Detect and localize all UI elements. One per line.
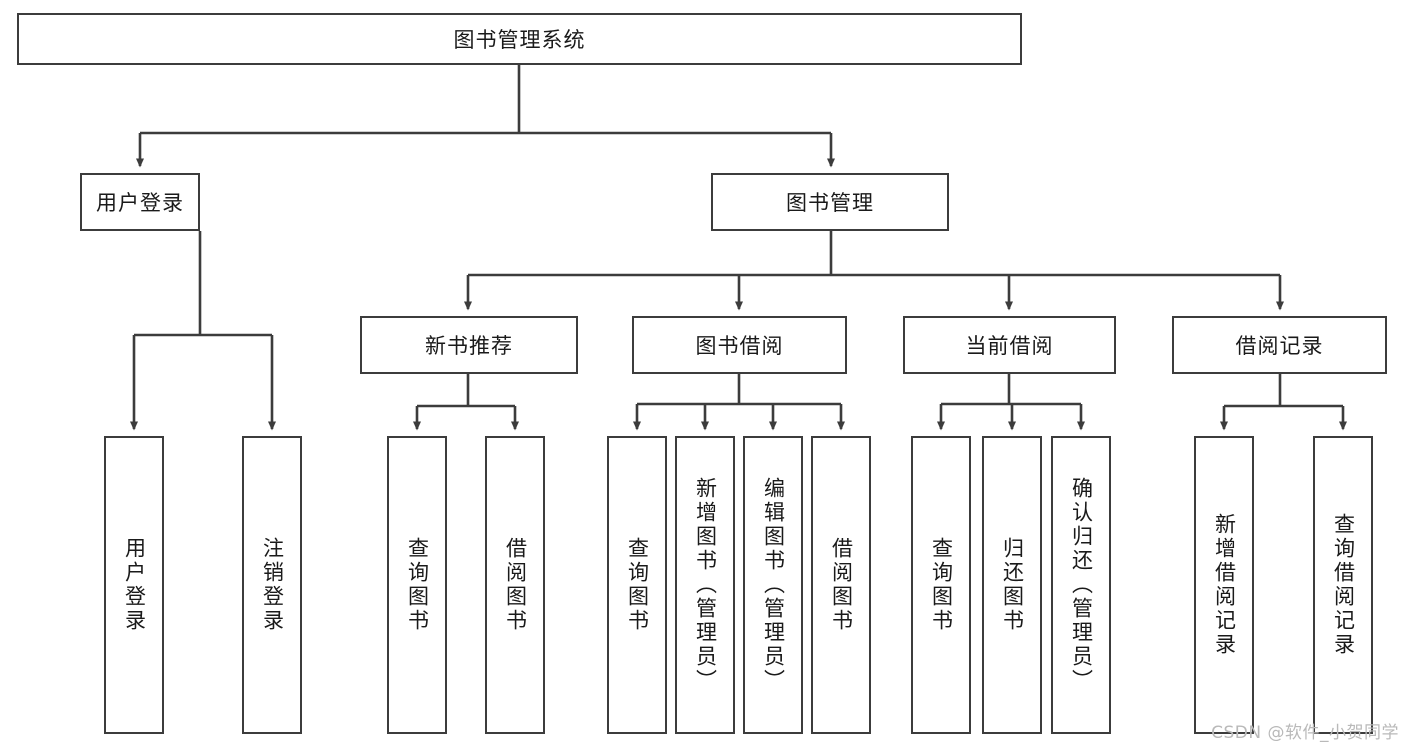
leaf-return-book[interactable]: 归还图书 [982,436,1042,734]
leaf-add-book-admin[interactable]: 新增图书（管理员） [675,436,735,734]
leaf-edit-book-admin-label: 编辑图书（管理员） [761,477,786,693]
leaf-borrow-book-label: 借阅图书 [829,537,854,633]
node-root[interactable]: 图书管理系统 [17,13,1022,65]
node-book-management-label: 图书管理 [786,191,874,215]
node-borrow-record[interactable]: 借阅记录 [1172,316,1387,374]
leaf-add-borrow-record[interactable]: 新增借阅记录 [1194,436,1254,734]
leaf-query-book-current[interactable]: 查询图书 [911,436,971,734]
node-root-label: 图书管理系统 [453,28,586,52]
leaf-confirm-return-admin-label: 确认归还（管理员） [1069,477,1094,693]
leaf-add-book-admin-label: 新增图书（管理员） [693,477,718,693]
leaf-borrow-book[interactable]: 借阅图书 [811,436,871,734]
leaf-user-login[interactable]: 用户登录 [104,436,164,734]
node-current-borrow[interactable]: 当前借阅 [903,316,1116,374]
leaf-logout-label: 注销登录 [260,537,285,633]
leaf-add-borrow-record-label: 新增借阅记录 [1212,513,1237,657]
csdn-watermark: CSDN @软件_小贺同学 [1211,723,1399,743]
node-book-management[interactable]: 图书管理 [711,173,949,231]
node-book-borrow[interactable]: 图书借阅 [632,316,847,374]
leaf-borrow-book-recommend-label: 借阅图书 [503,537,528,633]
leaf-logout[interactable]: 注销登录 [242,436,302,734]
leaf-confirm-return-admin[interactable]: 确认归还（管理员） [1051,436,1111,734]
leaf-query-borrow-record[interactable]: 查询借阅记录 [1313,436,1373,734]
node-new-book-recommend[interactable]: 新书推荐 [360,316,578,374]
leaf-borrow-book-recommend[interactable]: 借阅图书 [485,436,545,734]
node-user-login[interactable]: 用户登录 [80,173,200,231]
leaf-query-book-recommend[interactable]: 查询图书 [387,436,447,734]
node-new-book-recommend-label: 新书推荐 [425,334,513,358]
leaf-edit-book-admin[interactable]: 编辑图书（管理员） [743,436,803,734]
leaf-user-login-label: 用户登录 [122,537,147,633]
node-current-borrow-label: 当前借阅 [965,334,1054,358]
node-user-login-label: 用户登录 [96,191,184,215]
leaf-query-borrow-record-label: 查询借阅记录 [1331,513,1356,657]
leaf-query-book-recommend-label: 查询图书 [405,537,430,633]
leaf-query-book-borrow[interactable]: 查询图书 [607,436,667,734]
leaf-return-book-label: 归还图书 [1000,537,1025,633]
node-book-borrow-label: 图书借阅 [695,334,784,358]
leaf-query-book-current-label: 查询图书 [929,537,954,633]
node-borrow-record-label: 借阅记录 [1235,334,1324,358]
leaf-query-book-borrow-label: 查询图书 [625,537,650,633]
